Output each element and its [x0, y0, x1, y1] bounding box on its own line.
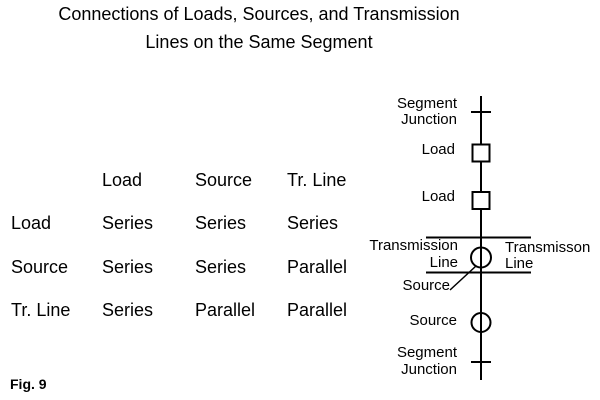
load1-label: Load	[421, 141, 455, 158]
source-symbol-2	[470, 312, 492, 333]
matrix-col-header-tr-line: Tr. Line	[287, 170, 347, 190]
load-symbol-2	[471, 191, 491, 210]
source-leader-line	[449, 265, 477, 291]
transmission-line-right-label: Transmisson Line	[505, 240, 590, 272]
matrix-cell: Series	[195, 257, 247, 277]
transmission-line-right-label-line2: Line	[505, 255, 534, 272]
top-junction-label-line1: Segment	[396, 95, 457, 112]
bottom-junction-label-line1: Segment	[396, 344, 457, 361]
transmission-line-left-label: Transmission Line	[358, 237, 458, 271]
load-symbol-1	[471, 143, 491, 163]
transmission-line-left-label-line1: Transmission	[369, 237, 458, 254]
matrix-cell: Series	[102, 213, 154, 233]
top-junction-label-line2: Junction	[401, 111, 457, 128]
source-symbol-1	[470, 246, 492, 269]
matrix-row-header-tr-line: Tr. Line	[11, 300, 71, 320]
matrix-cell: Parallel	[287, 257, 348, 277]
matrix-cell: Parallel	[195, 300, 256, 320]
matrix-col-header-load: Load	[102, 170, 143, 190]
matrix-cell: Series	[287, 213, 339, 233]
transmission-line-right-label-line1: Transmisson	[505, 239, 591, 256]
source1-label: Source	[402, 277, 450, 294]
source2-label: Source	[409, 312, 457, 329]
bottom-junction-label: Segment Junction	[357, 344, 457, 378]
top-junction-label: Segment Junction	[357, 96, 457, 128]
matrix-cell: Parallel	[287, 300, 348, 320]
figure-title-line1: Connections of Loads, Sources, and Trans…	[58, 4, 460, 24]
matrix-col-header-source: Source	[195, 170, 253, 190]
bottom-junction-label-line2: Junction	[401, 360, 457, 378]
figure-title: Connections of Loads, Sources, and Trans…	[0, 0, 518, 56]
matrix-cell: Series	[102, 300, 154, 320]
transmission-line-left-label-line2: Line	[429, 254, 458, 271]
matrix-cell: Series	[195, 213, 247, 233]
load2-label: Load	[421, 188, 455, 205]
matrix-row-header-load: Load	[11, 213, 52, 233]
matrix-cell: Series	[102, 257, 154, 277]
figure-title-line2: Lines on the Same Segment	[145, 32, 373, 52]
figure-caption: Fig. 9	[10, 376, 47, 392]
matrix-row-header-source: Source	[11, 257, 69, 277]
